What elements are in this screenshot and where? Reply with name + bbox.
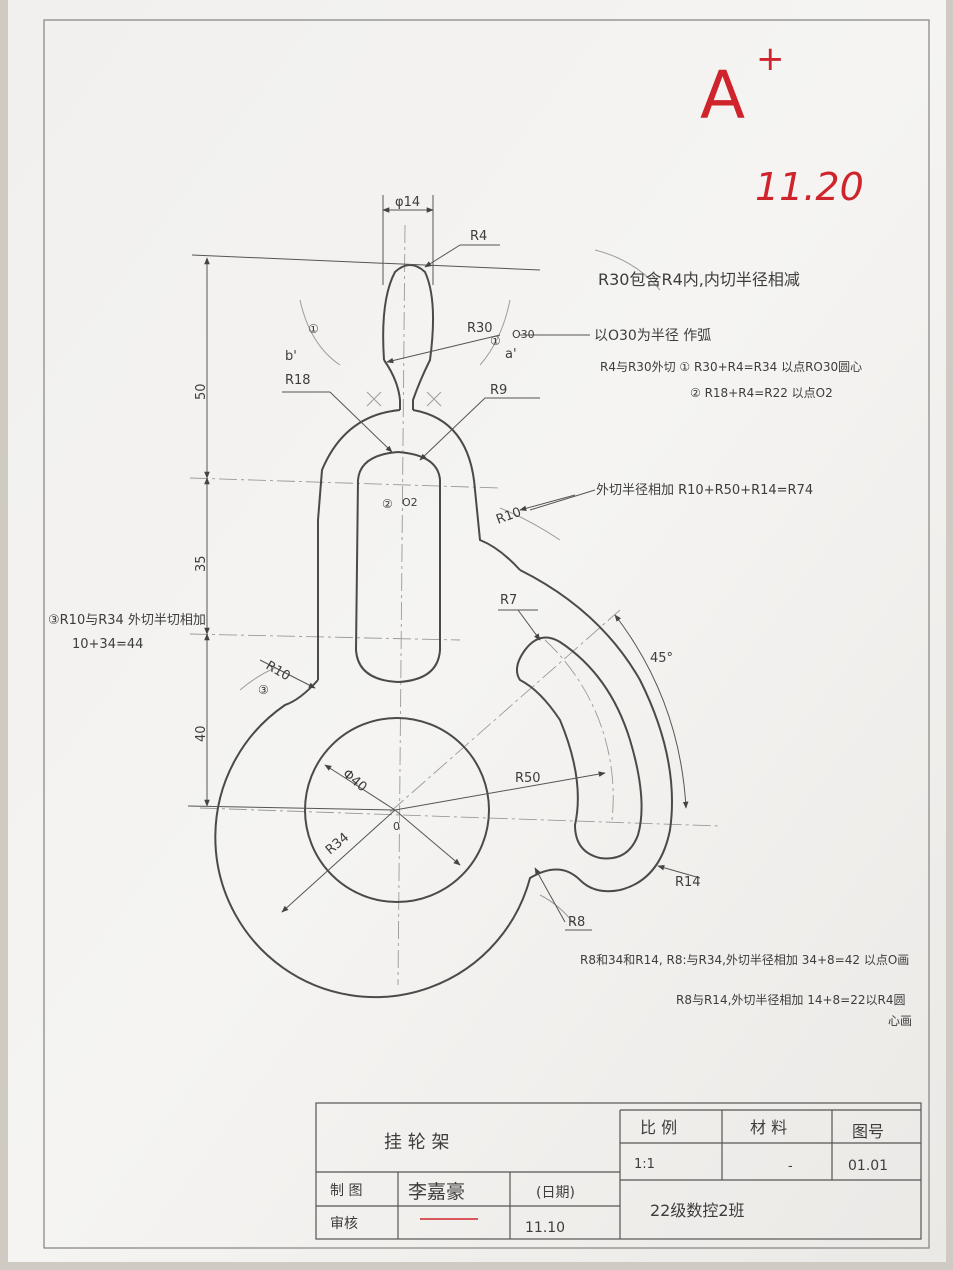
part-outline [214, 264, 673, 999]
drawn-by-label: 制 图 [330, 1183, 362, 1199]
dim-r4: R4 [470, 229, 487, 244]
dim-45: 45° [650, 651, 673, 666]
dim-o: 0 [393, 820, 400, 833]
mark-1-left: ① [308, 322, 319, 336]
note-7b: R8与R14,外切半径相加 14+8=22以R4圆 [676, 993, 905, 1007]
class-name: 22级数控2班 [650, 1201, 745, 1220]
mark-2: ② [382, 497, 393, 511]
note-3: R4与R30外切 ① R30+R4=R34 以点RO30圆心 [600, 360, 862, 374]
drawing-no-value: 01.01 [848, 1158, 888, 1174]
mark-3: ③ [258, 683, 269, 697]
note-7a: R8和34和R14, R8:与R34,外切半径相加 34+8=42 以点O画 [580, 953, 909, 967]
title-block: 挂 轮 架 比 例 材 料 图号 1:1 - 01.01 制 图 李嘉豪 (日期… [315, 1102, 922, 1240]
note-1: R30包含R4内,内切半径相减 [598, 270, 800, 289]
scale-label: 比 例 [640, 1118, 677, 1137]
note-5: 外切半径相加 R10+R50+R14=R74 [596, 483, 813, 498]
dim-d14: φ14 [395, 195, 420, 210]
svg-text:+: + [756, 39, 785, 79]
scale-value: 1:1 [634, 1157, 655, 1172]
material-label: 材 料 [750, 1118, 787, 1137]
part-name: 挂 轮 架 [384, 1132, 449, 1153]
dim-40: 40 [194, 725, 209, 742]
dim-r9: R9 [490, 383, 507, 398]
dim-b-prime: b' [285, 349, 297, 364]
svg-text:11.20: 11.20 [755, 165, 864, 209]
center-lines [189, 224, 721, 986]
date-label: (日期) [536, 1185, 575, 1201]
dim-r18: R18 [285, 373, 311, 388]
dim-o2: O2 [402, 496, 418, 509]
dim-r50: R50 [515, 771, 541, 786]
note-4: ② R18+R4=R22 以点O2 [690, 386, 833, 400]
note-2: 以O30为半径 作弧 [594, 328, 711, 344]
checked-label: 审核 [330, 1216, 358, 1232]
construction-notes: R30包含R4内,内切半径相减 以O30为半径 作弧 R4与R30外切 ① R3… [48, 270, 912, 1028]
dim-r30: R30 [467, 321, 493, 336]
construction-arcs [239, 249, 661, 926]
note-6a: ③R10与R34 外切半切相加 [48, 613, 206, 628]
dim-r14: R14 [675, 875, 701, 890]
dim-a-prime: a' [505, 347, 517, 362]
date-value: 11.10 [525, 1220, 565, 1236]
drawing-no-label: 图号 [852, 1122, 884, 1141]
dim-35: 35 [194, 555, 209, 572]
dim-r8: R8 [568, 915, 585, 930]
material-value: - [788, 1159, 793, 1174]
border-frame [43, 19, 930, 1249]
note-7c: 心画 [888, 1014, 912, 1028]
svg-text:A: A [700, 57, 745, 134]
dim-50: 50 [194, 383, 209, 400]
grade-mark: A + 11.20 [700, 39, 864, 209]
dimension-lines [187, 195, 701, 931]
dim-r7: R7 [500, 593, 517, 608]
mark-1-right: ① [490, 334, 501, 348]
note-6b: 10+34=44 [72, 637, 143, 652]
paper [8, 0, 946, 1262]
drawn-by-value: 李嘉豪 [408, 1181, 465, 1203]
dim-o30: O30 [512, 328, 535, 341]
